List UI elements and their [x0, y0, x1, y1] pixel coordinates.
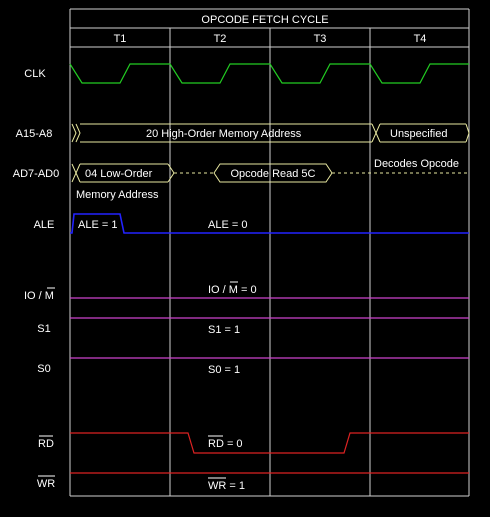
column-header-t4: T4 [414, 33, 427, 45]
a15-a8-left-edge [71, 123, 77, 143]
column-header-t3: T3 [314, 33, 327, 45]
column-header-t1: T1 [114, 33, 127, 45]
ad7-ad0-bus [71, 163, 469, 183]
ale-high-annotation: ALE = 1 [78, 219, 117, 231]
clk-waveform [69, 63, 469, 84]
s1-annotation: S1 = 1 [208, 324, 240, 336]
signal-label-io-m: IO / M [24, 290, 54, 302]
diagram-grid [69, 8, 470, 497]
io-m-annotation: IO / M = 0 [208, 284, 257, 296]
rd-waveform [70, 432, 469, 454]
a15-a8-transition-b [375, 123, 381, 143]
ad7-ad0-decodes-label: Decodes Opcode [374, 158, 459, 170]
signal-label-ale: ALE [34, 219, 55, 231]
a15-a8-bus [71, 123, 470, 143]
a15-a8-start-edge [75, 123, 81, 143]
ad7-ad0-low-order-label: 04 Low-Order [85, 168, 153, 180]
diagram-title: OPCODE FETCH CYCLE [201, 14, 328, 26]
signal-label-rd: RD [38, 438, 54, 450]
s0-annotation: S0 = 1 [208, 364, 240, 376]
a15-a8-right-edge [465, 123, 470, 143]
signal-label-ad7-ad0: AD7-AD0 [13, 168, 59, 180]
signal-label-clk: CLK [24, 68, 46, 80]
a15-a8-transition-a [371, 123, 377, 143]
ale-low-annotation: ALE = 0 [208, 219, 247, 231]
ad7-ad0-left-edge [71, 163, 77, 183]
a15-a8-unspecified-label: Unspecified [390, 128, 447, 140]
ale-waveform [70, 213, 469, 234]
a15-a8-high-order-label: 20 High-Order Memory Address [146, 128, 302, 140]
ad7-ad0-start-edge [75, 163, 81, 183]
ad7-ad0-addr-end [167, 163, 175, 183]
signal-label-wr: WR [37, 478, 55, 490]
ad7-ad0-memory-address-label: Memory Address [76, 189, 159, 201]
wr-annotation: WR = 1 [208, 480, 245, 492]
rd-annotation: RD = 0 [208, 438, 243, 450]
column-header-t2: T2 [214, 33, 227, 45]
signal-label-a15-a8: A15-A8 [16, 128, 53, 140]
ad7-ad0-opcode-label: Opcode Read 5C [231, 168, 316, 180]
signal-label-s1: S1 [37, 323, 50, 335]
signal-label-s0: S0 [37, 363, 50, 375]
